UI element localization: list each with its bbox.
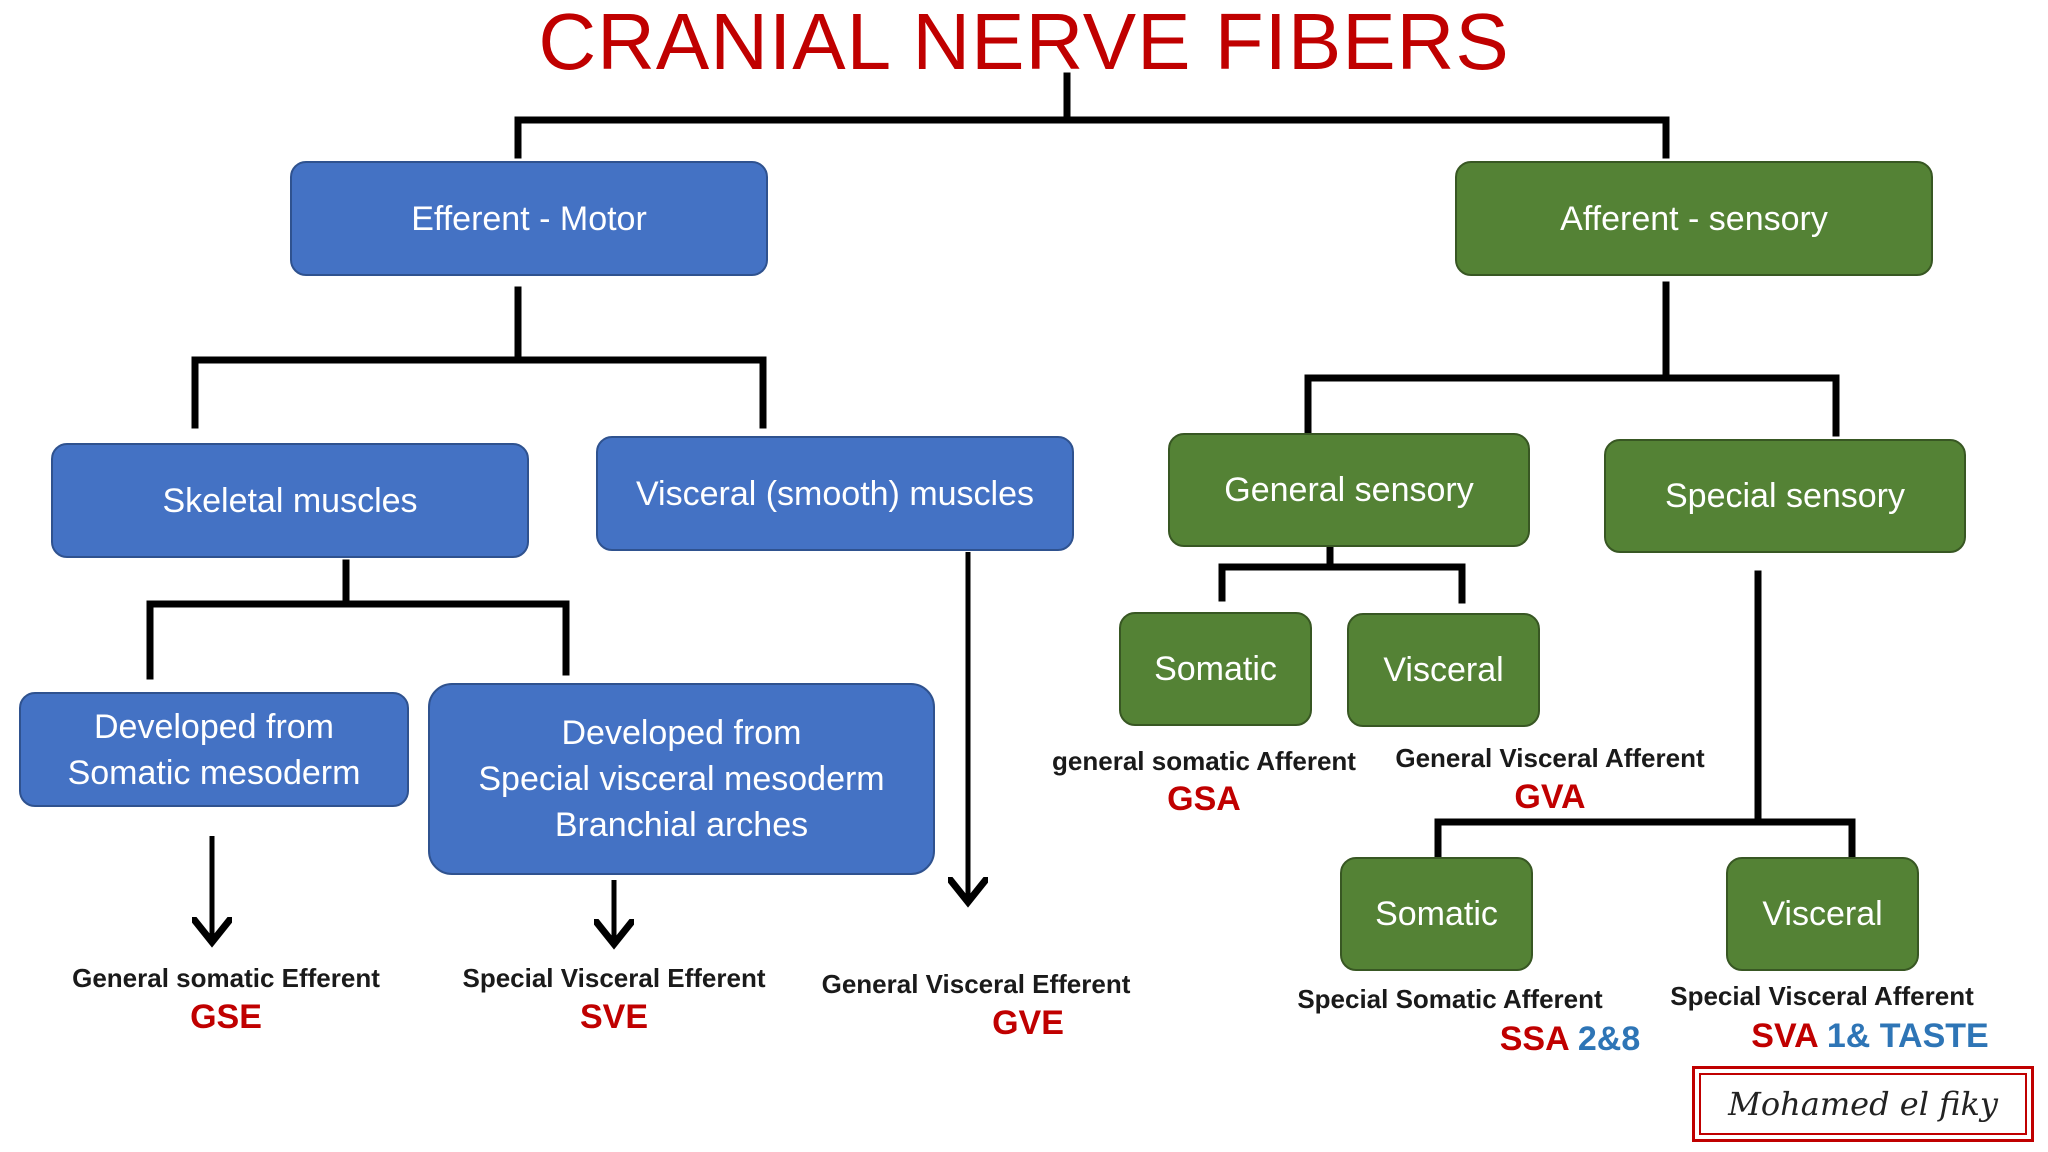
efferent-motor-node: Efferent - Motor [290,161,768,276]
gsa-code: GSA [1167,780,1241,818]
ssa-code-text: SSA [1499,1020,1569,1058]
gsa-label: general somatic Afferent [1052,746,1356,776]
sva-code-extra: 1& TASTE [1826,1017,1989,1055]
special-visceral-node: Visceral [1726,857,1919,971]
somatic-mesoderm-line-2: Somatic mesoderm [67,753,361,792]
gve-label: General Visceral Efferent [821,969,1131,999]
special-mesoderm-line-2: Special visceral mesoderm [478,760,885,798]
gva-label: General Visceral Afferent [1395,743,1705,773]
somatic-mesoderm-node: Developed from Somatic mesoderm [19,692,409,807]
general-visceral-node: Visceral [1347,613,1540,727]
gve-code: GVE [992,1004,1064,1042]
sva-code: SVA 1& TASTE [1700,1017,2040,1056]
sva-label: Special Visceral Afferent [1670,981,1974,1011]
ssa-code-extra: 2&8 [1577,1020,1641,1058]
sve-code: SVE [579,998,649,1036]
special-mesoderm-line-1: Developed from [561,714,802,752]
special-somatic-node: Somatic [1340,857,1533,971]
special-sensory-node: Special sensory [1604,439,1966,553]
sve-label: Special Visceral Efferent [462,963,766,993]
special-visceral-mesoderm-node: Developed from Special visceral mesoderm… [428,683,935,875]
general-sensory-node: General sensory [1168,433,1530,547]
visceral-smooth-muscles-node: Visceral (smooth) muscles [596,436,1074,551]
general-somatic-node: Somatic [1119,612,1312,726]
skeletal-muscles-node: Skeletal muscles [51,443,529,558]
ssa-label: Special Somatic Afferent [1297,984,1603,1014]
page-title: CRANIAL NERVE FIBERS [538,0,1510,86]
gse-code: GSE [190,998,262,1036]
ssa-code: SSA 2&8 [1400,1020,1740,1059]
somatic-mesoderm-line-1: Developed from [93,707,334,746]
special-mesoderm-line-3: Branchial arches [554,806,809,844]
gva-code: GVA [1514,778,1586,816]
sva-code-text: SVA [1751,1017,1818,1055]
gse-label: General somatic Efferent [72,963,380,993]
afferent-sensory-node: Afferent - sensory [1455,161,1933,276]
signature-text: Mohamed el fiky [1699,1073,2027,1135]
signature-box: Mohamed el fiky [1692,1066,2034,1142]
